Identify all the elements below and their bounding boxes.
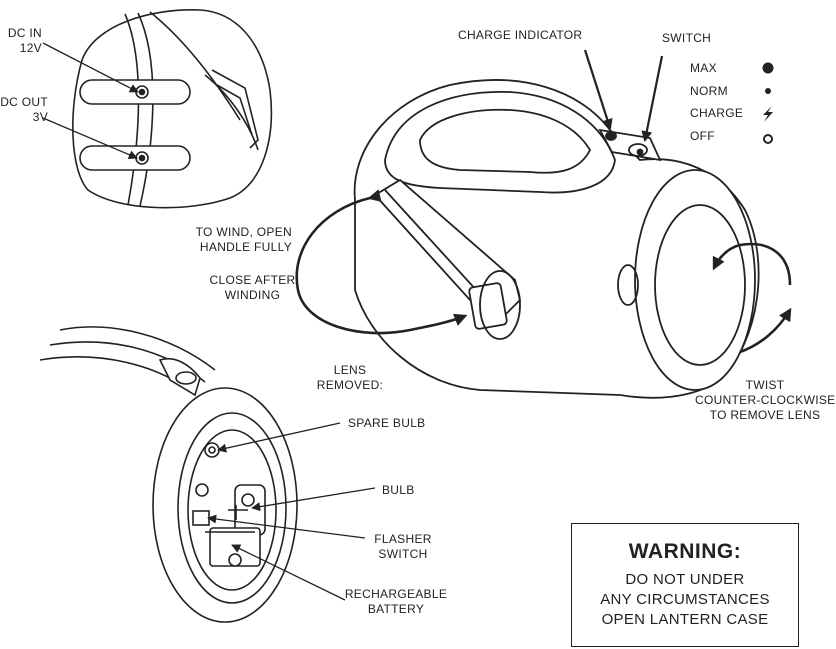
open-circle-icon [763, 134, 773, 144]
flasher-line2: SWITCH [378, 547, 428, 561]
flasher-switch-leader [207, 514, 366, 539]
lightning-bolt-icon [763, 106, 773, 122]
dc-out-leader [42, 117, 138, 159]
dc-in-label: DC IN 12V [2, 26, 42, 56]
lens-removed-label: LENS REMOVED: [310, 363, 390, 393]
battery-line2: BATTERY [367, 602, 425, 616]
large-filled-dot-icon [762, 62, 774, 74]
twist-arrow-upper [712, 242, 792, 286]
lens-removed-line1: LENS [333, 363, 367, 377]
bulb-label: BULB [382, 483, 415, 497]
twist-line3: TO REMOVE LENS [709, 408, 821, 422]
dc-out-text: DC OUT [0, 95, 48, 109]
charge-indicator-leader [583, 49, 613, 131]
flasher-switch-label: FLASHER SWITCH [368, 532, 438, 562]
lantern-rear-view [72, 9, 273, 209]
switch-leader [641, 55, 664, 143]
to-wind-line2: HANDLE FULLY [199, 240, 292, 254]
switch-label: SWITCH [662, 31, 712, 45]
legend-norm-label: NORM [690, 84, 728, 98]
warning-box: WARNING: DO NOT UNDER ANY CIRCUMSTANCES … [571, 523, 799, 647]
spare-bulb-label: SPARE BULB [348, 416, 426, 430]
warning-line1: DO NOT UNDER [625, 571, 745, 588]
battery-leader [231, 544, 346, 601]
charge-indicator-light [605, 131, 617, 141]
warning-title: WARNING: [628, 540, 742, 563]
wind-arrow [295, 189, 468, 335]
spare-bulb-leader [217, 422, 341, 453]
twist-line1: TWIST [745, 378, 785, 392]
dc-in-voltage: 12V [19, 41, 42, 55]
dc-in-text: DC IN [7, 26, 42, 40]
legend-off-label: OFF [690, 129, 715, 143]
legend-charge-label: CHARGE [690, 106, 744, 120]
warning-line3: OPEN LANTERN CASE [601, 611, 769, 628]
spare-bulb [204, 442, 220, 458]
battery-label: RECHARGEABLE BATTERY [340, 587, 452, 617]
lens [654, 204, 746, 366]
close-after-label: CLOSE AFTER WINDING [205, 273, 300, 303]
small-filled-dot-icon [765, 88, 771, 94]
twist-label: TWIST COUNTER-CLOCKWISE TO REMOVE LENS [695, 378, 835, 423]
to-wind-line1: TO WIND, OPEN [195, 225, 292, 239]
close-after-line2: WINDING [224, 288, 281, 302]
battery-line1: RECHARGEABLE [344, 587, 448, 601]
twist-line2: COUNTER-CLOCKWISE [695, 393, 836, 407]
dc-in-leader [42, 42, 139, 93]
warning-line2: ANY CIRCUMSTANCES [600, 591, 770, 608]
close-after-line1: CLOSE AFTER [209, 273, 296, 287]
bulb-leader [251, 487, 376, 512]
crank-knob [468, 282, 508, 330]
twist-arrow-lower [739, 307, 792, 354]
flasher-line1: FLASHER [374, 532, 432, 546]
charge-indicator-label: CHARGE INDICATOR [458, 28, 583, 42]
lantern-lens-removed-view [39, 326, 298, 623]
dc-out-voltage: 3V [32, 110, 48, 124]
flasher-switch [192, 510, 210, 526]
bulb [241, 493, 255, 507]
legend-max-label: MAX [690, 61, 717, 75]
dc-out-label: DC OUT 3V [0, 95, 48, 125]
lens-removed-line2: REMOVED: [316, 378, 384, 392]
lantern-side-view [353, 79, 760, 399]
to-wind-label: TO WIND, OPEN HANDLE FULLY [180, 225, 292, 255]
